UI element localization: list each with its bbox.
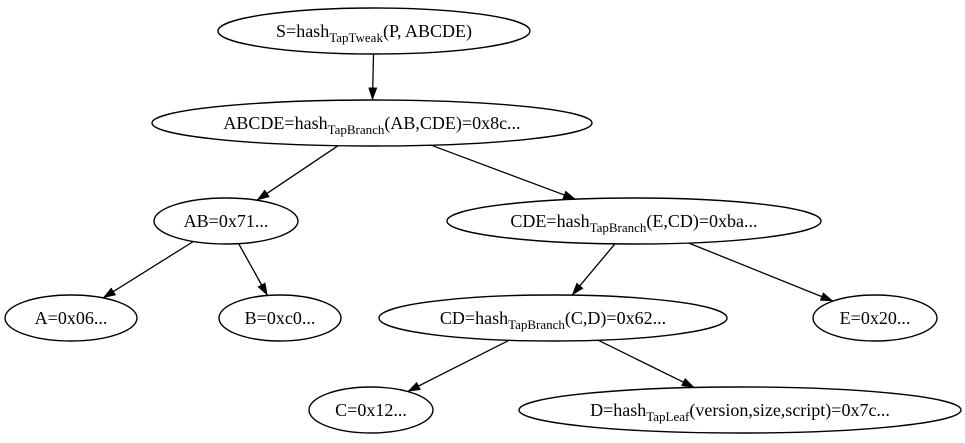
node-A: A=0x06... — [4, 294, 138, 342]
node-CD-ellipse — [378, 294, 728, 342]
node-C-label: C=0x12... — [335, 400, 407, 420]
node-S-label: S=hashTapTweak(P, ABCDE) — [276, 21, 472, 45]
node-AB-label: AB=0x71... — [184, 211, 269, 231]
edge-CDE-to-E — [688, 242, 834, 302]
node-D-ellipse — [518, 386, 962, 434]
edge-AB-to-B — [238, 243, 269, 296]
node-B-ellipse — [218, 294, 342, 342]
edge-CDE-to-CD — [571, 243, 616, 296]
edge-S-to-ABCDE — [368, 53, 378, 101]
node-C: C=0x12... — [308, 386, 434, 434]
node-AB-ellipse — [153, 197, 299, 245]
edges-layer — [102, 53, 834, 393]
node-D: D=hashTapLeaf(version,size,script)=0x7c.… — [518, 386, 962, 434]
node-CDE-label: CDE=hashTapBranch(E,CD)=0xba... — [510, 211, 757, 235]
node-E-label: E=0x20... — [840, 308, 911, 328]
node-S-ellipse — [217, 7, 531, 55]
edge-ABCDE-to-CDE — [430, 144, 577, 200]
node-CDE-ellipse — [446, 197, 822, 245]
edge-CD-to-D — [597, 339, 695, 389]
node-ABCDE-label: ABCDE=hashTapBranch(AB,CDE)=0x8c... — [223, 113, 520, 137]
nodes-layer: S=hashTapTweak(P, ABCDE) ABCDE=hashTapBra… — [4, 7, 962, 434]
node-D-label: D=hashTapLeaf(version,size,script)=0x7c.… — [590, 400, 890, 424]
node-A-ellipse — [4, 294, 138, 342]
node-A-label: A=0x06... — [35, 308, 108, 328]
node-B: B=0xc0... — [218, 294, 342, 342]
edge-ABCDE-to-AB — [256, 145, 339, 201]
node-B-label: B=0xc0... — [245, 308, 316, 328]
node-E: E=0x20... — [812, 294, 938, 342]
edge-CD-to-C — [407, 339, 510, 393]
node-C-ellipse — [308, 386, 434, 434]
node-CD-label: CD=hashTapBranch(C,D)=0x62... — [440, 308, 666, 332]
node-CDE: CDE=hashTapBranch(E,CD)=0xba... — [446, 197, 822, 245]
edge-AB-to-A — [102, 240, 194, 299]
node-AB: AB=0x71... — [153, 197, 299, 245]
node-S: S=hashTapTweak(P, ABCDE) — [217, 7, 531, 55]
node-CD: CD=hashTapBranch(C,D)=0x62... — [378, 294, 728, 342]
node-ABCDE-ellipse — [151, 99, 593, 147]
node-ABCDE: ABCDE=hashTapBranch(AB,CDE)=0x8c... — [151, 99, 593, 147]
node-E-ellipse — [812, 294, 938, 342]
